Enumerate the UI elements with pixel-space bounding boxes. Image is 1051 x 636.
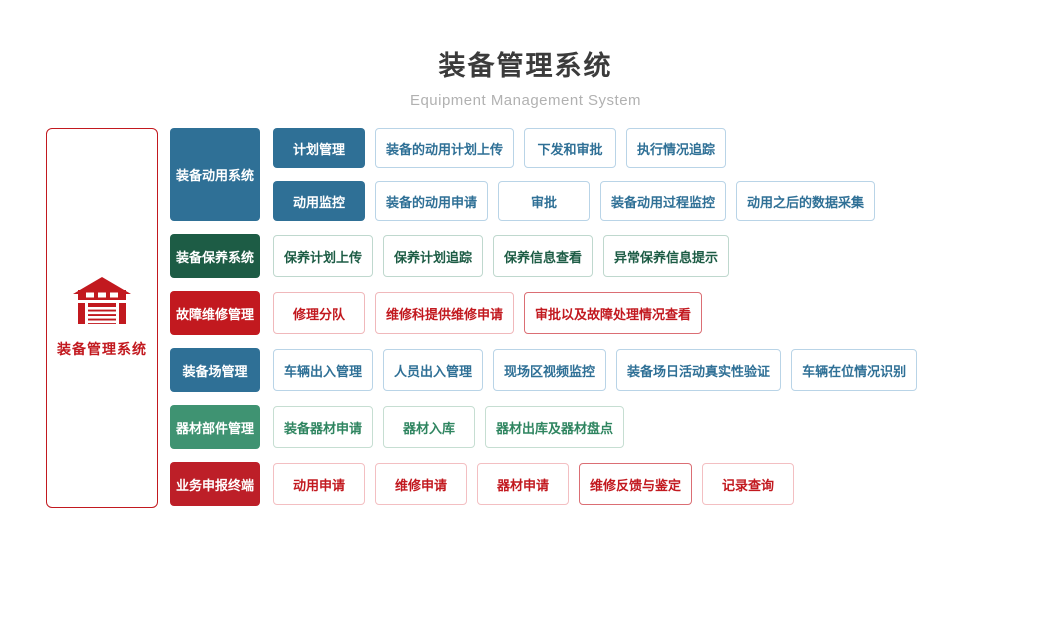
leaf-box: 器材申请: [477, 463, 569, 505]
band-equipment-maintenance-system: 装备保养系统保养计划上传保养计划追踪保养信息查看异常保养信息提示: [170, 234, 917, 278]
band-equipment-depot-management: 装备场管理车辆出入管理人员出入管理现场区视频监控装备场日活动真实性验证车辆在位情…: [170, 348, 918, 392]
leaf-row-equipment-maintenance-system: 保养计划上传保养计划追踪保养信息查看异常保养信息提示: [273, 235, 730, 277]
leaf-box: 现场区视频监控: [493, 349, 607, 391]
leaf-box: 异常保养信息提示: [603, 235, 730, 277]
leaf-box: 动用之后的数据采集: [736, 181, 876, 221]
leaf-box: 装备器材申请: [273, 406, 374, 448]
subgroup-box-mobilization-monitoring: 动用监控: [273, 181, 365, 221]
bands: 装备动用系统计划管理装备的动用计划上传下发和审批执行情况追踪动用监控装备的动用申…: [170, 128, 918, 506]
subgroup-row-plan-management: 计划管理装备的动用计划上传下发和审批执行情况追踪: [273, 128, 875, 168]
leaf-box: 动用申请: [273, 463, 365, 505]
leaf-box: 保养计划追踪: [383, 235, 484, 277]
group-box-business-reporting-terminal: 业务申报终端: [170, 462, 260, 506]
leaf-box: 器材出库及器材盘点: [485, 406, 625, 448]
root-system-label: 装备管理系统: [57, 341, 147, 357]
leaf-box: 保养计划上传: [273, 235, 374, 277]
leaf-box: 装备的动用申请: [375, 181, 489, 221]
subgroup-column-equipment-mobilization-system: 计划管理装备的动用计划上传下发和审批执行情况追踪动用监控装备的动用申请审批装备动…: [273, 128, 876, 221]
leaf-box: 修理分队: [273, 292, 365, 334]
leaf-box: 车辆在位情况识别: [791, 349, 918, 391]
page-header: 装备管理系统 Equipment Management System: [0, 44, 1051, 109]
leaf-row-business-reporting-terminal: 动用申请维修申请器材申请维修反馈与鉴定记录查询: [273, 463, 795, 505]
page-subtitle: Equipment Management System: [409, 92, 642, 109]
band-fault-repair-management: 故障维修管理修理分队维修科提供维修申请审批以及故障处理情况查看: [170, 291, 917, 335]
leaf-box: 维修申请: [375, 463, 467, 505]
leaf-box: 车辆出入管理: [273, 349, 374, 391]
group-box-equipment-mobilization-system: 装备动用系统: [170, 128, 260, 221]
root-system-box: 装备管理系统: [46, 128, 158, 508]
group-box-equipment-maintenance-system: 装备保养系统: [170, 234, 260, 278]
leaf-box: 审批: [498, 181, 591, 221]
group-box-material-parts-management: 器材部件管理: [170, 405, 260, 449]
leaf-box: 人员出入管理: [383, 349, 484, 391]
subgroup-row-mobilization-monitoring: 动用监控装备的动用申请审批装备动用过程监控动用之后的数据采集: [273, 181, 876, 221]
band-material-parts-management: 器材部件管理装备器材申请器材入库器材出库及器材盘点: [170, 405, 917, 449]
leaf-row-mobilization-monitoring: 装备的动用申请审批装备动用过程监控动用之后的数据采集: [375, 181, 876, 221]
group-box-equipment-depot-management: 装备场管理: [170, 348, 260, 392]
leaf-box: 下发和审批: [524, 128, 617, 168]
diagram: 装备管理系统 装备动用系统计划管理装备的动用计划上传下发和审批执行情况追踪动用监…: [46, 128, 918, 508]
warehouse-icon: [73, 277, 131, 329]
leaf-row-fault-repair-management: 修理分队维修科提供维修申请审批以及故障处理情况查看: [273, 292, 703, 334]
leaf-row-equipment-depot-management: 车辆出入管理人员出入管理现场区视频监控装备场日活动真实性验证车辆在位情况识别: [273, 349, 918, 391]
leaf-box: 维修科提供维修申请: [375, 292, 515, 334]
leaf-box: 记录查询: [702, 463, 795, 505]
leaf-box: 装备的动用计划上传: [375, 128, 515, 168]
group-box-fault-repair-management: 故障维修管理: [170, 291, 260, 335]
leaf-box: 维修反馈与鉴定: [579, 463, 693, 505]
leaf-box: 审批以及故障处理情况查看: [524, 292, 703, 334]
band-business-reporting-terminal: 业务申报终端动用申请维修申请器材申请维修反馈与鉴定记录查询: [170, 462, 917, 506]
leaf-box: 装备动用过程监控: [600, 181, 727, 221]
leaf-row-plan-management: 装备的动用计划上传下发和审批执行情况追踪: [375, 128, 727, 168]
leaf-box: 器材入库: [383, 406, 476, 448]
page-title: 装备管理系统: [438, 51, 613, 81]
leaf-box: 保养信息查看: [493, 235, 594, 277]
leaf-box: 装备场日活动真实性验证: [616, 349, 782, 391]
band-equipment-mobilization-system: 装备动用系统计划管理装备的动用计划上传下发和审批执行情况追踪动用监控装备的动用申…: [170, 128, 917, 221]
leaf-box: 执行情况追踪: [626, 128, 727, 168]
leaf-row-material-parts-management: 装备器材申请器材入库器材出库及器材盘点: [273, 406, 625, 448]
subgroup-box-plan-management: 计划管理: [273, 128, 365, 168]
